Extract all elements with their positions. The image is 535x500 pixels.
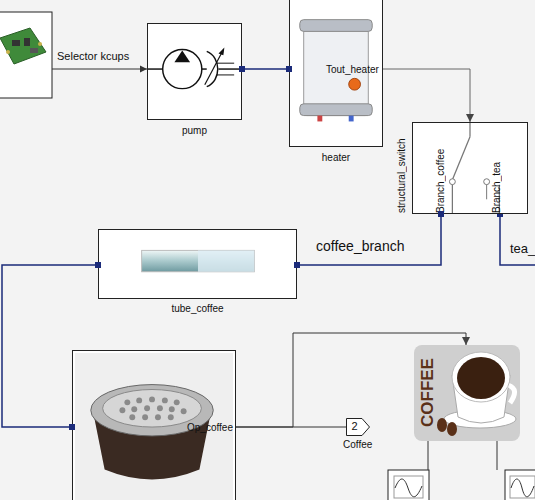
scope-wire [497,440,498,470]
block-name: tube_coffee [99,303,296,314]
port-dot [95,262,101,268]
port-name: Branch_tea [491,153,502,213]
heater-block: Tout_heaterheater [289,0,383,147]
port-dot [438,211,444,217]
connector [2,265,98,427]
tea-wire [500,214,535,265]
controller-box [0,12,52,98]
block-name: pump [148,125,241,136]
switch-symbol [413,123,527,213]
signal-name: Selector kcups [57,50,129,62]
connection-name: tea_ [510,241,535,256]
tube-illustration [99,230,296,298]
port-name: Tout_heater [326,64,379,75]
connection-name: coffee_branch [316,238,404,254]
port-dot [294,262,300,268]
tube-block: tube_coffee [98,229,297,299]
connector [383,69,470,122]
port-dot [69,424,75,430]
connector [236,333,466,427]
port-dot [286,66,292,72]
scope-block [388,470,429,500]
port-number: 2 [346,420,363,432]
coffee-icon: COFFEE [414,345,520,441]
port-dot [239,66,245,72]
output-port: 2Coffee [346,418,370,436]
outport-shape [346,418,370,436]
connector [236,427,346,428]
connector [297,214,441,265]
icon-text: COFFEE [418,351,438,435]
port-name: Op_coffee [187,422,233,433]
connector [242,68,289,70]
pump-block: pump [147,23,242,120]
scope-block [505,470,535,500]
port-name: Coffee [343,439,372,450]
port-name: Branch_coffee [435,139,446,213]
capsule-block: Op_coffee [72,350,236,500]
pcb-illustration [0,28,46,64]
pump-symbol [148,24,241,119]
signal-wire [52,69,147,70]
block-name: heater [290,152,382,163]
signal-arrowhead [140,66,147,73]
scope-wire [428,440,429,470]
block-name: structural_switch [396,125,407,213]
switch-block: structural_switchBranch_coffeeBranch_tea [412,122,528,214]
